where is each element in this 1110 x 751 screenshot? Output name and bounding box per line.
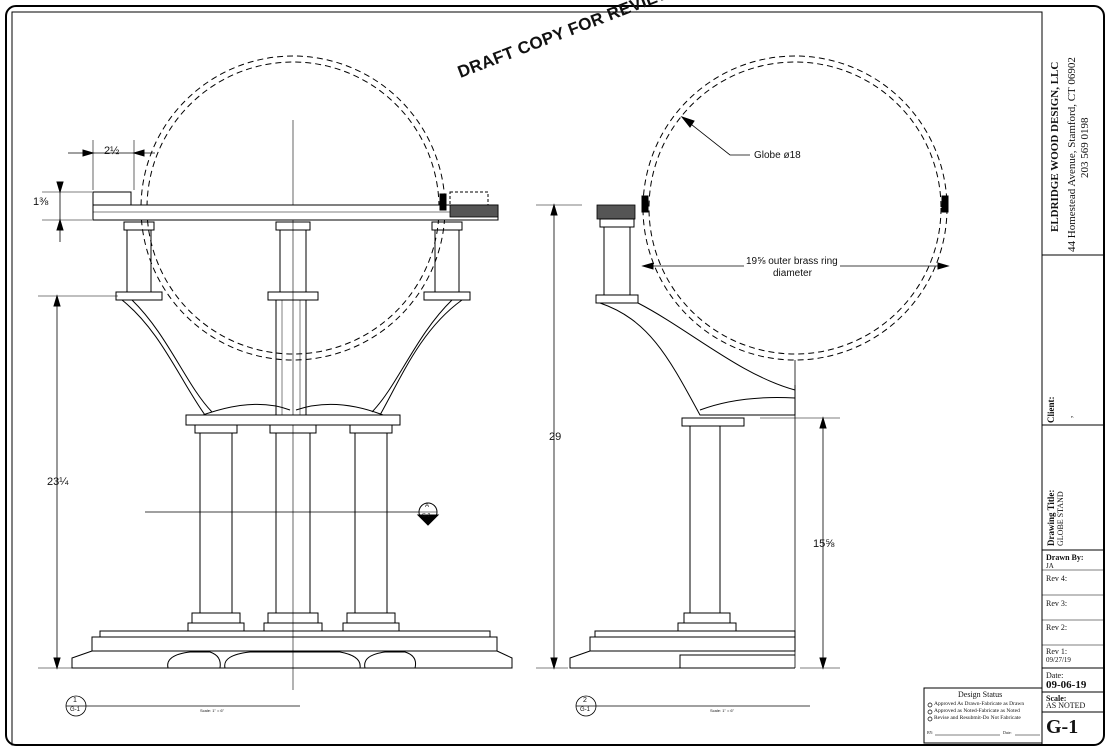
company-phone: 203 569 0198	[1079, 117, 1091, 179]
globe-note: Globe ø18	[754, 150, 801, 161]
side-elevation	[536, 55, 950, 670]
ring-block	[439, 193, 447, 211]
drawing-title-label: Drawing Title:	[1046, 489, 1056, 546]
view1-callout-number: 1	[73, 697, 77, 704]
date-value: 09-06-19	[1046, 679, 1087, 691]
drawing-title-value: GLOBE STAND	[1056, 491, 1065, 546]
design-status-option-2[interactable]: Approved as Noted-Fabricate as Noted	[934, 708, 1020, 714]
section-marker-top: A	[425, 503, 430, 509]
table-top	[92, 204, 499, 221]
drawn-by-value: JA	[1046, 562, 1054, 570]
top-ghost-left	[92, 191, 132, 206]
design-status-date-label: Date:	[1003, 730, 1012, 735]
title-block	[923, 254, 1104, 744]
view2-callout-number: 2	[583, 697, 587, 704]
globe-outer-dashed-2	[642, 55, 948, 361]
dim-top-thickness: 1⅜	[33, 196, 49, 208]
ring-note-line2: diameter	[773, 268, 812, 279]
front-elevation	[38, 55, 513, 690]
date-label: Date:	[1046, 671, 1064, 680]
dim-overall-height: 29	[549, 431, 562, 443]
view2-callout	[575, 695, 810, 717]
rev1-value: 09/27/19	[1046, 656, 1071, 664]
client-label: Client:	[1046, 396, 1056, 424]
top-section-hatch-2	[596, 204, 636, 220]
design-status-title: Design Status	[958, 690, 1003, 699]
dim-view1-height: 23¼	[47, 476, 69, 488]
view1-callout-sheet: G-1	[70, 707, 81, 713]
dim-column-height: 15⅝	[813, 538, 835, 550]
design-status-option-3[interactable]: Revise and Resubmit-Do Not Fabricate	[934, 715, 1021, 721]
view2-scale-note: Scale: 1" = 6"	[710, 708, 735, 713]
view1-callout	[65, 695, 300, 717]
company-name: ELDRIDGE WOOD DESIGN, LLC	[1049, 61, 1061, 232]
outer-border	[5, 5, 1105, 746]
sheet-number: G-1	[1046, 716, 1079, 738]
client-value: ,	[1064, 415, 1074, 418]
inner-border	[11, 11, 1043, 746]
top-section-hatch	[449, 204, 499, 218]
section-marker-bottom: G-2	[422, 513, 431, 519]
design-status-by-label: BY:	[927, 730, 934, 735]
drawn-by-label: Drawn By:	[1046, 553, 1084, 562]
design-status-option-1[interactable]: Approved As Drawn-Fabricate as Drawn	[934, 701, 1025, 707]
dim-ring-offset: 2½	[104, 145, 120, 157]
rev2-label: Rev 2:	[1046, 623, 1068, 632]
scale-label: Scale:	[1046, 694, 1067, 703]
top-ghost-right	[449, 191, 489, 206]
ring-note-line1: 19⅝ outer brass ring	[744, 256, 840, 267]
view1-scale-note: Scale: 1" = 6"	[200, 708, 225, 713]
view2-callout-sheet: G-1	[580, 707, 591, 713]
globe-inner-dashed-2	[648, 61, 942, 355]
company-address: 44 Homestead Avenue, Stamford, CT 06902	[1066, 57, 1078, 252]
rev1-label: Rev 1:	[1046, 647, 1068, 656]
rev4-label: Rev 4:	[1046, 574, 1068, 583]
rev3-label: Rev 3:	[1046, 599, 1068, 608]
scale-value: AS NOTED	[1046, 701, 1086, 710]
